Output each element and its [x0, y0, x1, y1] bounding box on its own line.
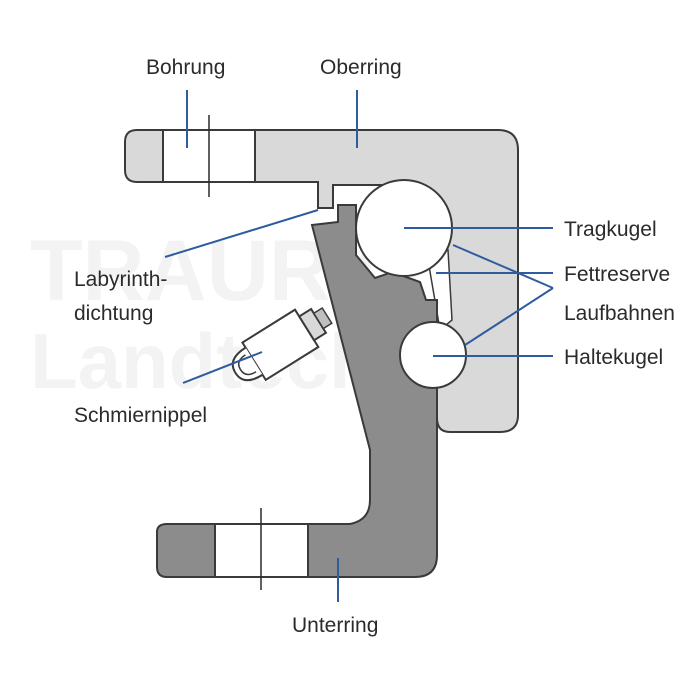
label-bohrung: Bohrung	[146, 56, 225, 79]
leader-laufbahnen-lower	[464, 287, 554, 346]
leader-lines	[164, 90, 554, 602]
label-labyrinth-line-1: Labyrinth-	[74, 268, 167, 291]
label-tragkugel: Tragkugel	[564, 218, 657, 241]
label-unterring: Unterring	[292, 614, 378, 637]
label-haltekugel: Haltekugel	[564, 346, 663, 369]
label-fettreserve: Fettreserve	[564, 263, 670, 286]
leader-schmiernippel	[182, 351, 263, 384]
leader-labyrinth	[164, 209, 319, 258]
leader-laufbahnen-upper	[452, 244, 554, 289]
label-schmiernippel: Schmiernippel	[74, 404, 207, 427]
grease-nipple	[231, 306, 333, 382]
label-oberring: Oberring	[320, 56, 402, 79]
label-laufbahnen: Laufbahnen	[564, 302, 675, 325]
label-labyrinth-line-2: dichtung	[74, 302, 153, 325]
labels: Bohrung Oberring Tragkugel Fettreserve L…	[74, 56, 675, 637]
lower-ring	[156, 204, 438, 578]
